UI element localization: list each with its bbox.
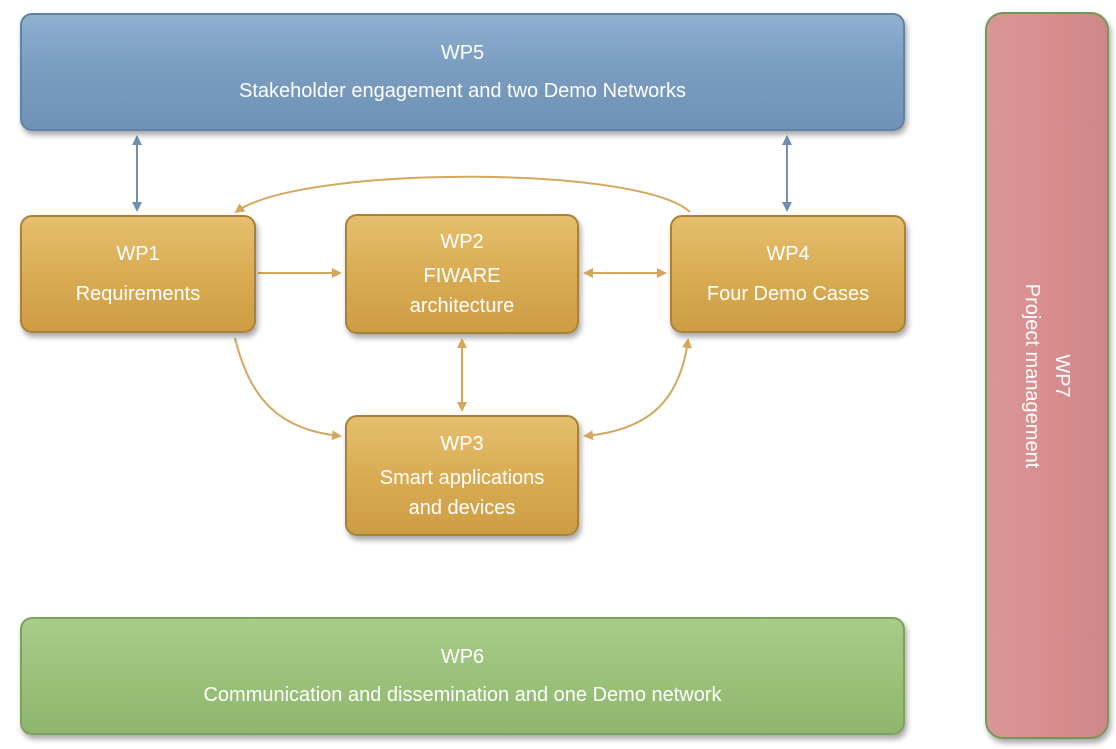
arrow-wp1-to-wp3-curve — [234, 337, 342, 441]
wp3-line1: Smart applications — [379, 466, 545, 489]
arrow-wp4-to-wp1-curve — [234, 175, 691, 214]
arrow-wp3-wp4-curve — [583, 338, 692, 441]
wp6-subtitle: Communication and dissemination and one … — [203, 684, 722, 706]
wp5-box: WP5 Stakeholder engagement and two Demo … — [20, 13, 905, 131]
wp2-line2: architecture — [409, 295, 515, 317]
wp1-title: WP1 — [116, 243, 160, 265]
wp3-line2: and devices — [408, 496, 516, 519]
wp4-subtitle: Four Demo Cases — [706, 283, 870, 305]
wp7-subtitle: Project management — [1021, 283, 1043, 468]
wp7-title: WP7 — [1051, 353, 1073, 398]
wp4-box: WP4 Four Demo Cases — [670, 215, 906, 333]
wp6-box: WP6 Communication and dissemination and … — [20, 617, 905, 735]
wp3-box: WP3 Smart applications and devices — [345, 415, 579, 536]
wp7-vertical-label: WP7 Project management — [1017, 283, 1077, 468]
wp3-title: WP3 — [440, 432, 484, 455]
wp5-title: WP5 — [440, 42, 485, 64]
wp5-subtitle: Stakeholder engagement and two Demo Netw… — [239, 80, 686, 102]
wp7-box: WP7 Project management — [985, 12, 1109, 739]
wp4-title: WP4 — [766, 243, 810, 265]
wp2-title: WP2 — [440, 231, 484, 253]
wp1-subtitle: Requirements — [75, 283, 201, 305]
wp2-line1: FIWARE — [423, 265, 501, 287]
wp1-box: WP1 Requirements — [20, 215, 256, 333]
wp2-box: WP2 FIWARE architecture — [345, 214, 579, 334]
wp6-title: WP6 — [440, 646, 485, 668]
